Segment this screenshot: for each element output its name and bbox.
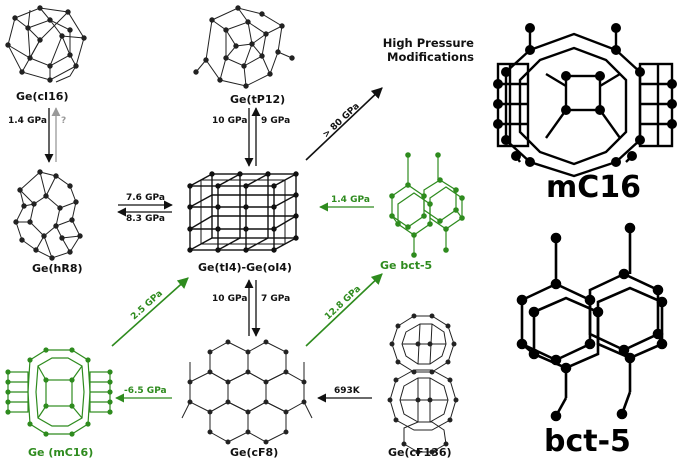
label-bct5-to-ti4: 1.4 GPa [331, 195, 370, 205]
label-hr8-to-ti4: 7.6 GPa [126, 193, 165, 203]
ge-cf8-structure [181, 339, 313, 445]
label-cf8-to-bct5: 12.8 GPa [323, 284, 363, 322]
label-ge-cf136: Ge(cF136) [388, 446, 452, 459]
label-ci16-hr8-left: 1.4 GPa [8, 116, 47, 126]
label-ge-hr8: Ge(hR8) [32, 262, 83, 275]
label-cf136-to-cf8: 693K [334, 386, 360, 396]
ge-hr8-structure [13, 169, 83, 261]
label-cf8-to-mc16: -6.5 GPa [124, 386, 167, 396]
label-ge-ti4: Ge(tI4)-Ge(oI4) [198, 261, 292, 274]
ge-ti4-structure [187, 171, 299, 253]
high-pressure-line2: Modifications [387, 50, 474, 64]
label-ge-mc16: Ge (mC16) [28, 446, 94, 459]
label-ge-tp12: Ge(tP12) [230, 93, 286, 106]
ge-tp12-structure [193, 5, 295, 89]
mc16-large-structure [493, 23, 678, 178]
label-tp12-ti4-right: 9 GPa [261, 116, 291, 126]
label-mc16-to-ti4: 2.5 GPa [129, 289, 165, 322]
arrow-mc16-to-ti4 [111, 277, 189, 347]
label-ge-bct5: Ge bct-5 [380, 259, 433, 272]
label-ti4-to-hr8: 8.3 GPa [126, 214, 165, 224]
arrow-ti4-to-hp [305, 87, 383, 161]
label-cf8-ti4-right: 7 GPa [261, 294, 291, 304]
arrow-cf8-to-bct5 [305, 273, 383, 347]
ge-ci16-structure [5, 5, 87, 83]
high-pressure-line1: High Pressure [382, 36, 474, 50]
label-cf8-ti4-left: 10 GPa [212, 294, 248, 304]
label-ge-ci16: Ge(cI16) [16, 90, 69, 103]
ge-cf136-structure [387, 313, 459, 455]
ge-bct5-structure [389, 152, 465, 258]
label-ci16-hr8-right: ? [61, 116, 67, 126]
bct5-large-structure [516, 222, 668, 422]
high-pressure-heading: High Pressure Modifications [372, 36, 474, 64]
label-mc16-large: mC16 [546, 170, 642, 205]
label-ti4-to-hp: > 80 GPa [321, 101, 362, 140]
label-tp12-ti4-left: 10 GPa [212, 116, 248, 126]
ge-mc16-structure [5, 347, 113, 437]
label-ge-cf8: Ge(cF8) [230, 446, 279, 459]
label-bct5-large: bct-5 [544, 424, 631, 459]
